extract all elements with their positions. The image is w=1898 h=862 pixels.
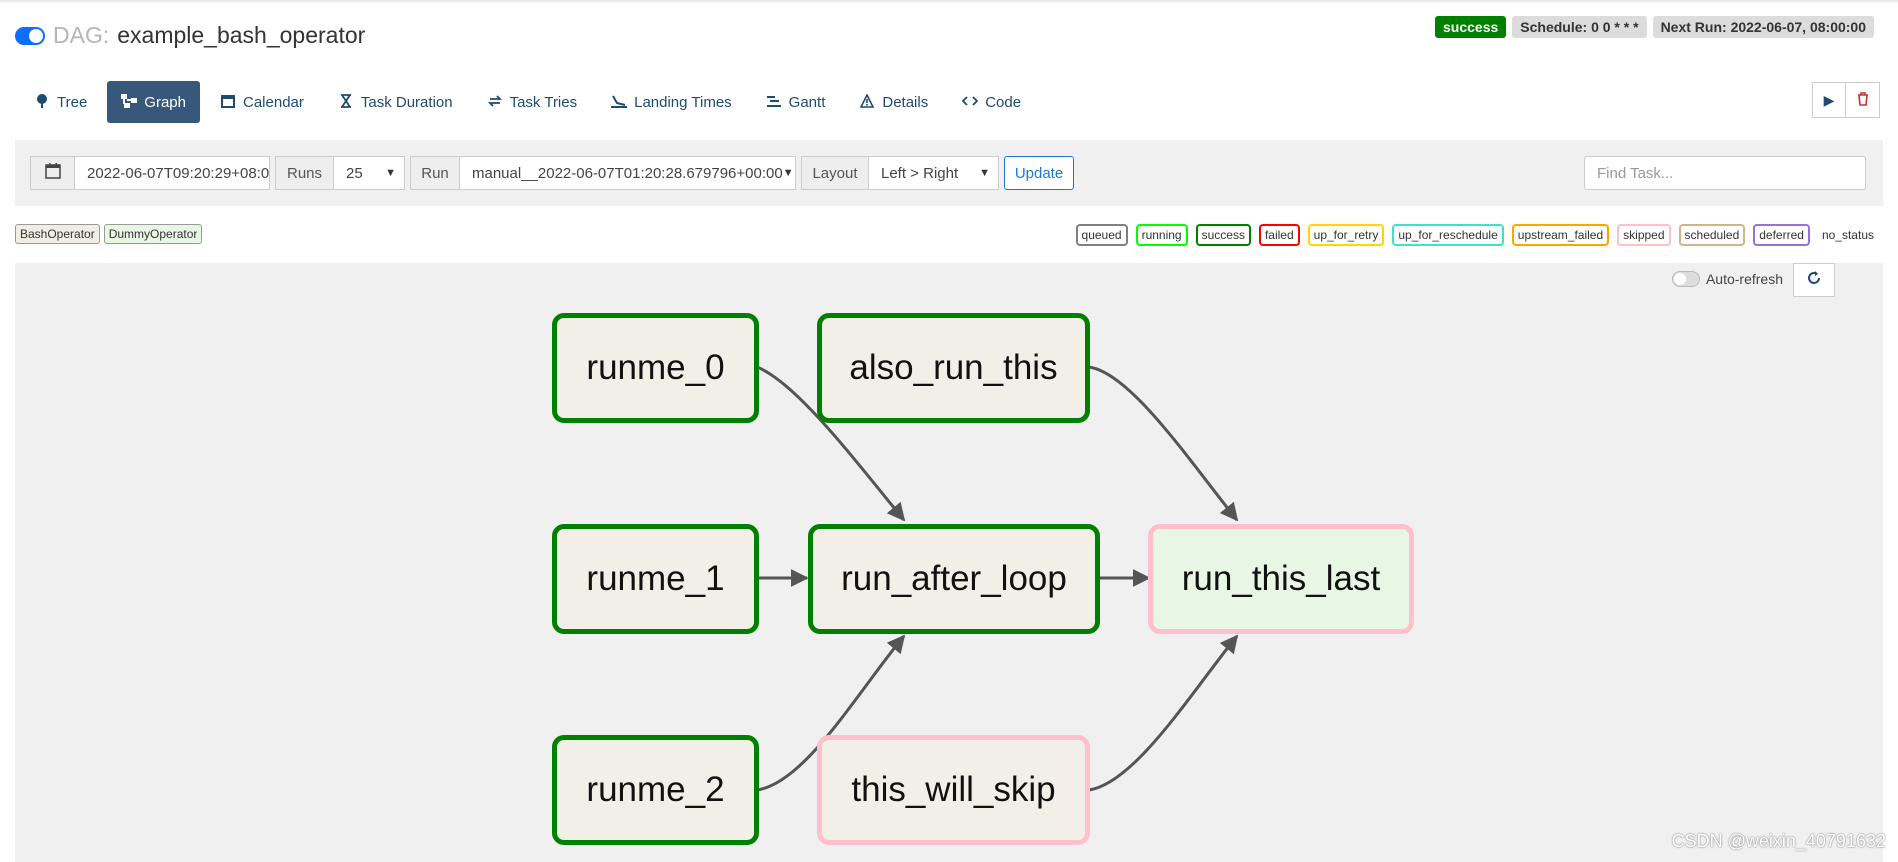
state-up-for-reschedule[interactable]: up_for_reschedule xyxy=(1392,224,1504,246)
chevron-down-icon: ▼ xyxy=(979,167,990,179)
state-skipped[interactable]: skipped xyxy=(1617,224,1671,246)
schedule-badge: Schedule: 0 0 * * * xyxy=(1512,16,1647,38)
calendar-icon xyxy=(220,94,236,111)
plane-landing-icon xyxy=(611,94,628,111)
run-value: manual__2022-06-07T01:20:28.679796+00:00 xyxy=(472,164,783,182)
state-no-status[interactable]: no_status xyxy=(1817,226,1878,244)
tab-gantt[interactable]: Gantt xyxy=(752,81,840,123)
run-select[interactable]: manual__2022-06-07T01:20:28.679796+00:00… xyxy=(459,156,796,190)
tab-task-duration[interactable]: Task Duration xyxy=(324,81,467,123)
graph-controls: 2022-06-07T09:20:29+08:0 Runs 25 ▼ Run m… xyxy=(15,140,1883,206)
state-legend: queued running success failed up_for_ret… xyxy=(1075,224,1878,246)
dag-graph: Auto-refresh runme_0 also_run_this runme… xyxy=(15,263,1883,862)
task-node-this_will_skip[interactable]: this_will_skip xyxy=(817,735,1090,845)
tab-label: Details xyxy=(882,93,929,111)
tab-tree[interactable]: Tree xyxy=(20,81,101,123)
auto-refresh-label: Auto-refresh xyxy=(1705,271,1783,287)
graph-edges xyxy=(756,365,1239,792)
tab-label: Graph xyxy=(144,93,186,111)
view-tabs: Tree Graph Calendar Task Duration Task T… xyxy=(20,81,1035,123)
task-node-run_after_loop[interactable]: run_after_loop xyxy=(808,524,1100,634)
edge-this_will_skip-run_this_last xyxy=(1088,634,1239,792)
graph-icon xyxy=(121,93,138,111)
warning-icon xyxy=(859,92,875,111)
date-picker-button[interactable] xyxy=(30,156,75,190)
base-date-input[interactable]: 2022-06-07T09:20:29+08:0 xyxy=(74,156,270,190)
tab-label: Tree xyxy=(57,93,88,111)
edge-runme_0-run_after_loop xyxy=(756,365,906,522)
edge-also_run_this-run_this_last xyxy=(1088,365,1239,522)
retry-icon xyxy=(487,94,503,111)
gantt-icon xyxy=(766,94,782,111)
tab-label: Task Duration xyxy=(360,93,453,111)
run-label: Run xyxy=(410,156,460,190)
runs-value: 25 xyxy=(346,164,363,182)
dag-prefix: DAG: xyxy=(53,22,110,48)
dag-info-badges: success Schedule: 0 0 * * * Next Run: 20… xyxy=(1435,16,1874,38)
refresh-button[interactable] xyxy=(1793,263,1835,297)
tab-calendar[interactable]: Calendar xyxy=(206,81,318,123)
tab-label: Calendar xyxy=(243,93,304,111)
next-run-badge: Next Run: 2022-06-07, 08:00:00 xyxy=(1652,16,1874,38)
chevron-down-icon: ▼ xyxy=(782,167,794,179)
hourglass-icon xyxy=(338,93,354,111)
tab-task-tries[interactable]: Task Tries xyxy=(473,81,592,123)
tab-label: Landing Times xyxy=(634,93,732,111)
operator-bash: BashOperator xyxy=(15,224,100,244)
task-node-runme_1[interactable]: runme_1 xyxy=(552,524,759,634)
chevron-down-icon: ▼ xyxy=(385,167,396,179)
task-node-run_this_last[interactable]: run_this_last xyxy=(1148,524,1414,634)
layout-label: Layout xyxy=(801,156,869,190)
calendar-icon xyxy=(44,163,61,183)
dag-header: DAG: example_bash_operator xyxy=(15,22,365,49)
state-queued[interactable]: queued xyxy=(1075,224,1128,246)
dag-state-badge: success xyxy=(1435,16,1507,38)
task-node-also_run_this[interactable]: also_run_this xyxy=(817,313,1090,423)
runs-select[interactable]: 25 ▼ xyxy=(333,156,405,190)
update-button[interactable]: Update xyxy=(1004,156,1074,190)
operator-dummy: DummyOperator xyxy=(103,224,203,244)
tab-landing-times[interactable]: Landing Times xyxy=(597,81,746,123)
watermark: CSDN @weixin_40791632 xyxy=(1671,831,1886,851)
state-scheduled[interactable]: scheduled xyxy=(1678,224,1746,246)
layout-select[interactable]: Left > Right ▼ xyxy=(868,156,999,190)
state-up-for-retry[interactable]: up_for_retry xyxy=(1307,224,1385,246)
tab-details[interactable]: Details xyxy=(845,81,942,123)
state-upstream-failed[interactable]: upstream_failed xyxy=(1511,224,1610,246)
tab-graph[interactable]: Graph xyxy=(107,81,200,123)
delete-dag-button[interactable] xyxy=(1846,82,1880,118)
state-deferred[interactable]: deferred xyxy=(1753,224,1810,246)
tab-label: Task Tries xyxy=(509,93,578,111)
task-node-runme_2[interactable]: runme_2 xyxy=(552,735,759,845)
dag-pause-toggle[interactable] xyxy=(15,26,45,45)
dag-actions: ▶ xyxy=(1812,82,1880,118)
operator-legend: BashOperator DummyOperator xyxy=(15,224,203,244)
trigger-dag-button[interactable]: ▶ xyxy=(1812,82,1846,118)
trash-icon xyxy=(1857,91,1869,109)
state-running[interactable]: running xyxy=(1135,224,1188,246)
task-node-runme_0[interactable]: runme_0 xyxy=(552,313,759,423)
tree-icon xyxy=(34,93,50,111)
edge-runme_2-run_after_loop xyxy=(756,634,906,792)
tab-label: Code xyxy=(985,93,1022,111)
tab-label: Gantt xyxy=(788,93,826,111)
state-failed[interactable]: failed xyxy=(1258,224,1300,246)
find-task-input[interactable]: Find Task... xyxy=(1584,156,1866,190)
top-shadow xyxy=(0,0,1898,4)
auto-refresh-control[interactable]: Auto-refresh xyxy=(1671,271,1783,287)
runs-label: Runs xyxy=(275,156,334,190)
state-success[interactable]: success xyxy=(1195,224,1251,246)
code-icon xyxy=(961,94,979,111)
auto-refresh-toggle[interactable] xyxy=(1671,271,1700,287)
refresh-icon xyxy=(1806,270,1822,291)
layout-value: Left > Right xyxy=(881,164,959,182)
dag-title[interactable]: example_bash_operator xyxy=(117,22,366,48)
play-icon: ▶ xyxy=(1823,91,1835,108)
tab-code[interactable]: Code xyxy=(948,81,1035,123)
